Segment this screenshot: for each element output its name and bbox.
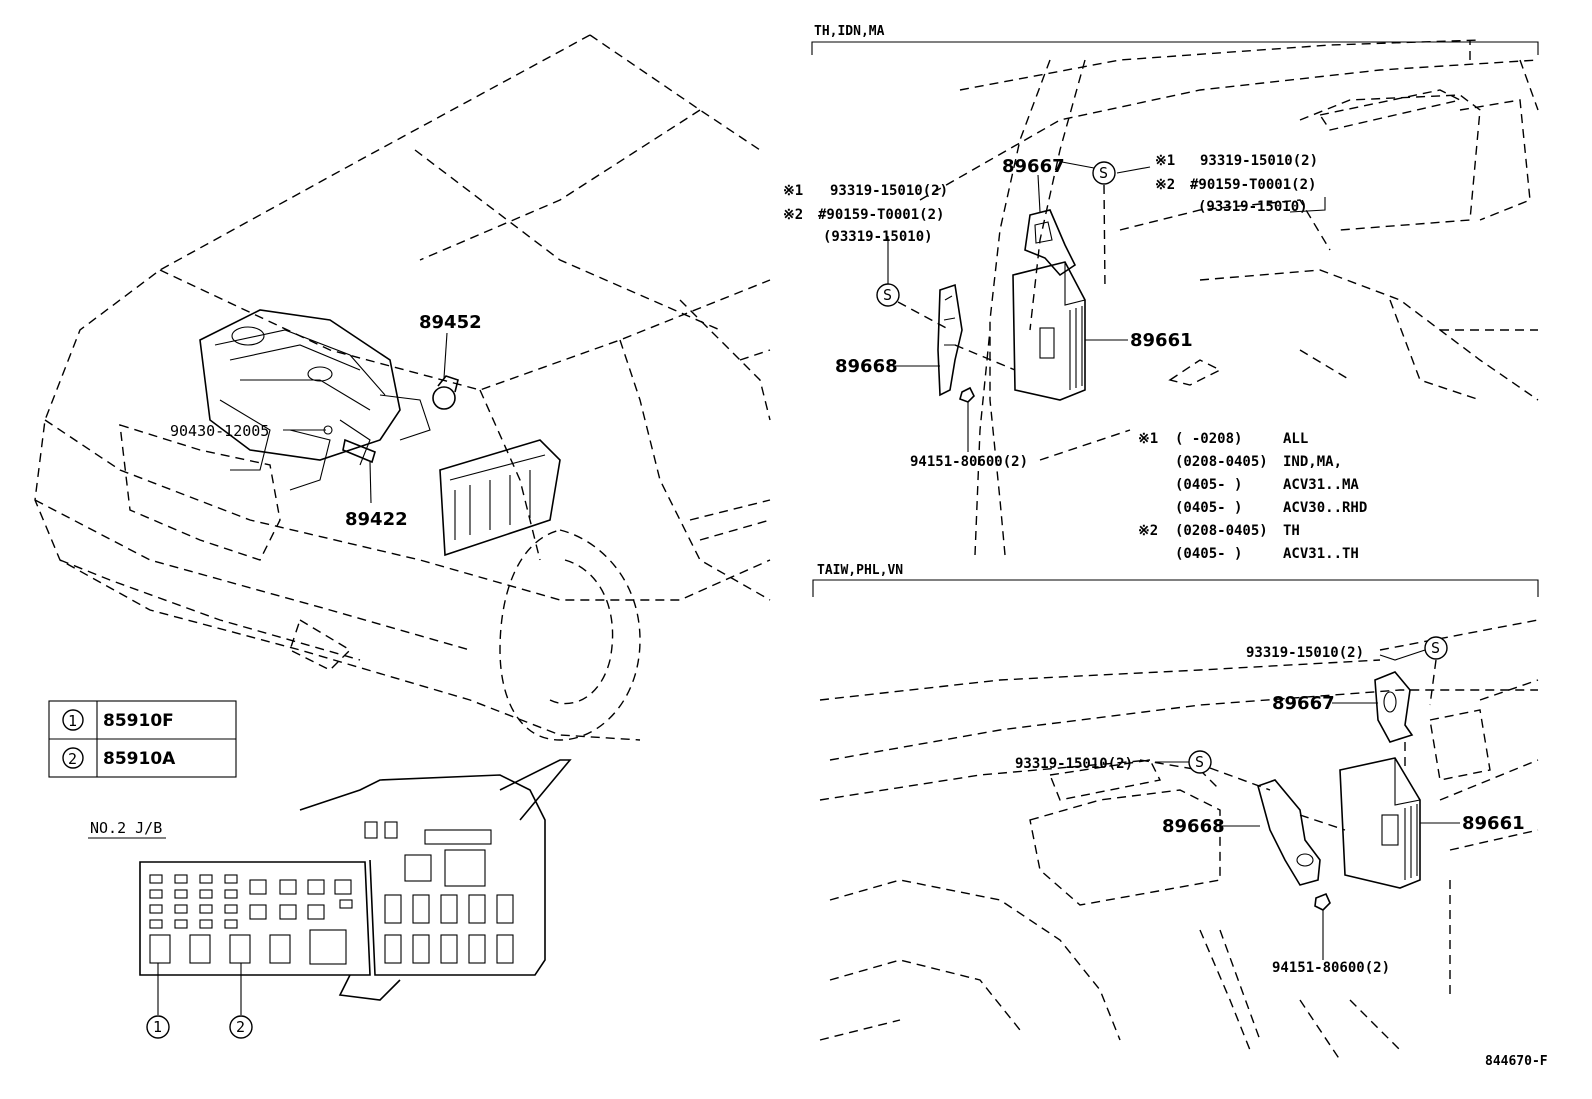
legend-range: (0208-0405) xyxy=(1175,454,1268,470)
figure-id: 844670-F xyxy=(1485,1054,1548,1069)
panel-top-header: TH,IDN,MA xyxy=(814,24,885,39)
part-label-bottom-94151: 94151-80600(2) xyxy=(1272,960,1390,976)
legend-models: IND,MA, xyxy=(1283,454,1342,470)
note-left-mark2: ※2 xyxy=(783,207,803,223)
note-right-mark1: ※1 xyxy=(1155,153,1175,169)
note-right-line2: #90159-T0001(2) xyxy=(1190,177,1316,193)
car-front-view: 89452 90430-12005 89422 xyxy=(34,34,771,741)
part-label-bottom-89661: 89661 xyxy=(1462,813,1525,834)
legend-range: (0208-0405) xyxy=(1175,523,1268,539)
note-right-line1: 93319-15010(2) xyxy=(1200,153,1318,169)
legend-models: ACV30..RHD xyxy=(1283,500,1367,516)
note-left-line2: #90159-T0001(2) xyxy=(818,207,944,223)
part-label-top-94151: 94151-80600(2) xyxy=(910,454,1028,470)
jb-callout-1: 1 xyxy=(153,1018,162,1036)
part-label-89452: 89452 xyxy=(419,312,482,333)
applicability-legend: ※1 ( -0208) ALL (0208-0405) IND,MA, (040… xyxy=(1138,431,1367,562)
legend-models: ALL xyxy=(1283,431,1308,447)
note-left-mark1: ※1 xyxy=(783,183,803,199)
legend-models: ACV31..MA xyxy=(1283,477,1359,493)
junction-block-title: NO.2 J/B xyxy=(90,819,162,837)
part-label-top-89661: 89661 xyxy=(1130,330,1193,351)
legend-mark: ※1 xyxy=(1138,431,1158,447)
note-right-line3: (93319-15010) xyxy=(1198,199,1308,215)
legend-range: (0405- ) xyxy=(1175,500,1242,516)
part-label-bottom-89667: 89667 xyxy=(1272,693,1335,714)
s-symbol-top-left: S xyxy=(883,286,892,304)
panel-bottom: TAIW,PHL,VN S xyxy=(812,563,1539,1061)
legend-range: ( -0208) xyxy=(1175,431,1242,447)
part-label-89422: 89422 xyxy=(345,509,408,530)
s-symbol-bottom-right: S xyxy=(1431,639,1440,657)
panel-bottom-header: TAIW,PHL,VN xyxy=(817,563,903,578)
legend-models: TH xyxy=(1283,523,1300,539)
fuse-code-2: 85910A xyxy=(103,749,176,769)
part-label-top-89668: 89668 xyxy=(835,356,898,377)
fuse-mark-1: 1 xyxy=(68,712,77,730)
fuse-table: 1 85910F 2 85910A xyxy=(48,700,237,778)
s-symbol-top-right: S xyxy=(1099,164,1108,182)
part-label-90430-12005: 90430-12005 xyxy=(170,422,269,440)
fuse-mark-2: 2 xyxy=(68,750,77,768)
legend-range: (0405- ) xyxy=(1175,546,1242,562)
fuse-code-1: 85910F xyxy=(103,711,174,731)
part-label-bottom-93319-upper: 93319-15010(2) xyxy=(1246,645,1364,661)
part-label-bottom-89668: 89668 xyxy=(1162,816,1225,837)
legend-range: (0405- ) xyxy=(1175,477,1242,493)
part-label-top-89667: 89667 xyxy=(1002,156,1065,177)
legend-mark: ※2 xyxy=(1138,523,1158,539)
part-label-bottom-93319-lower: 93319-15010(2) xyxy=(1015,756,1133,772)
panel-top: TH,IDN,MA S S xyxy=(783,24,1539,562)
fuse-slots xyxy=(149,821,514,965)
s-symbol-bottom-left: S xyxy=(1195,753,1204,771)
note-right-mark2: ※2 xyxy=(1155,177,1175,193)
junction-block: NO.2 J/B 1 2 xyxy=(88,759,572,1039)
legend-models: ACV31..TH xyxy=(1283,546,1359,562)
note-left-line3: (93319-15010) xyxy=(823,229,933,245)
jb-callout-2: 2 xyxy=(236,1018,245,1036)
note-left-line1: 93319-15010(2) xyxy=(830,183,948,199)
